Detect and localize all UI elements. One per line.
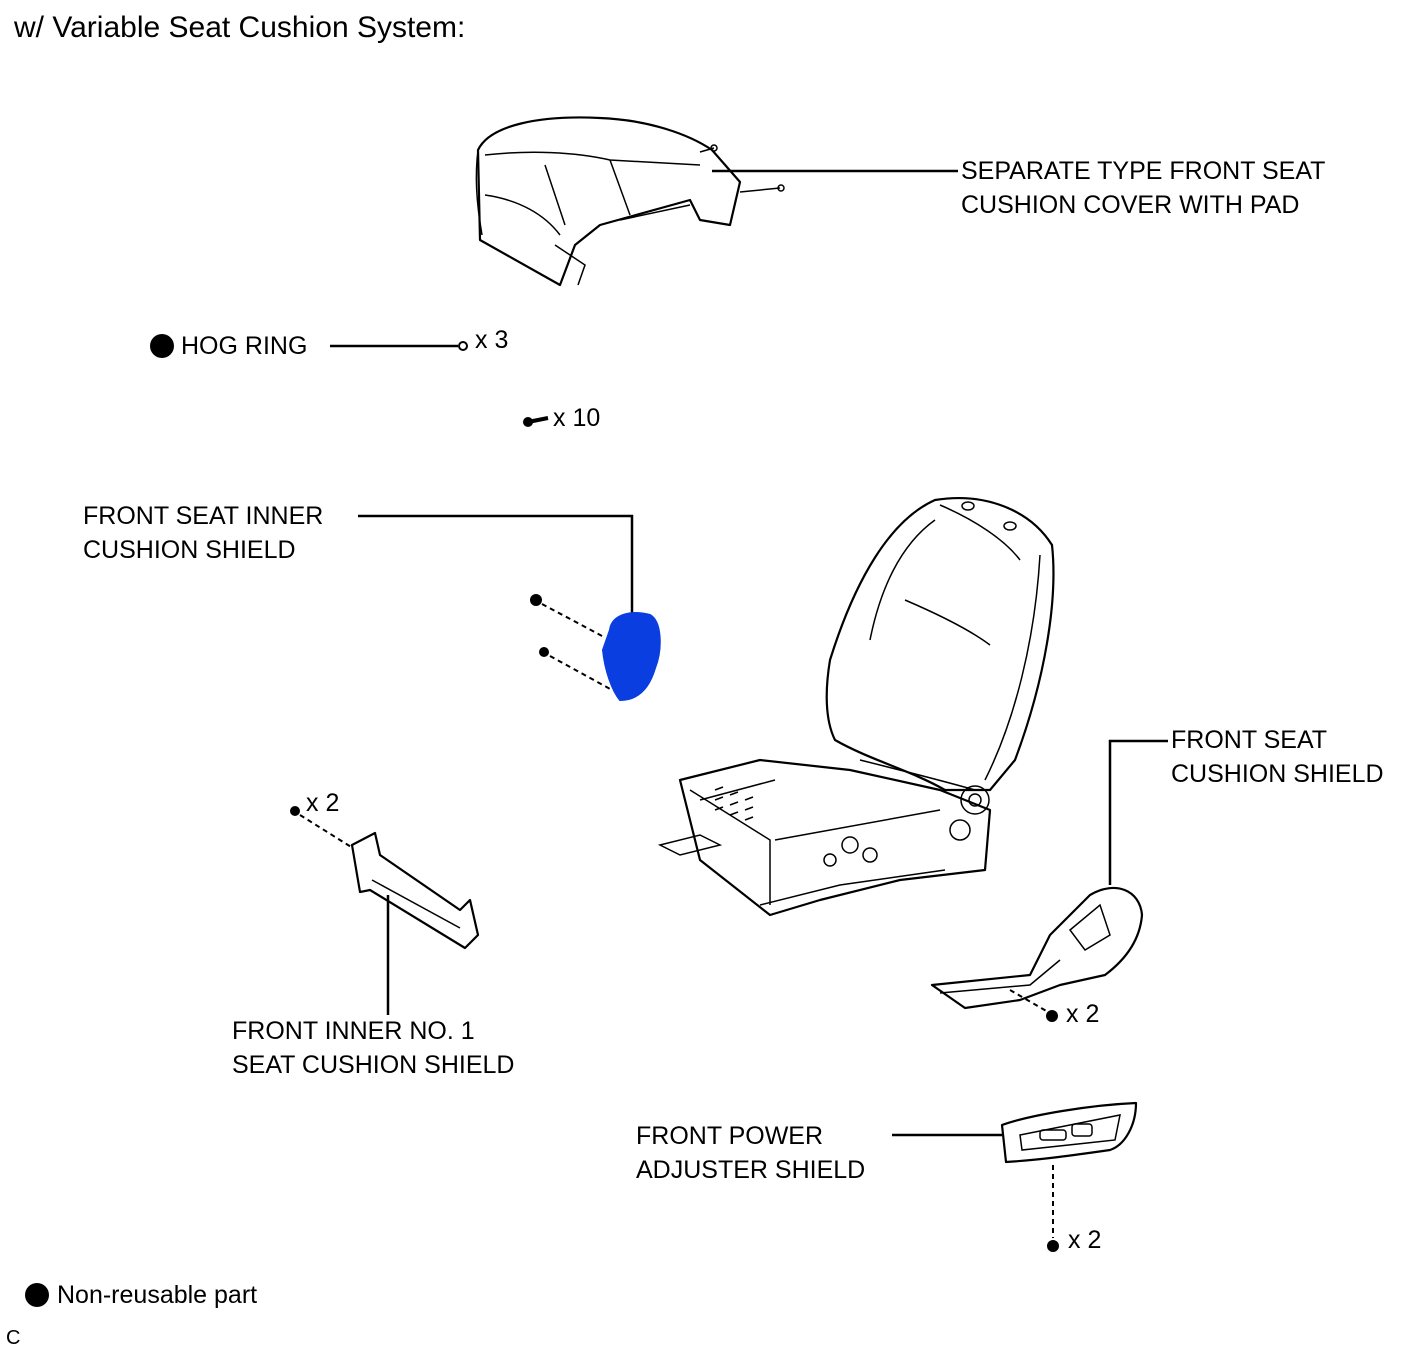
cushion-shield-illustration [930,739,1168,1022]
inner-cushion-shield-illustration [358,514,661,702]
hog-ring-illustration [330,341,468,351]
page-title: w/ Variable Seat Cushion System: [14,11,466,44]
cushion-cover-label-line1: SEPARATE TYPE FRONT SEAT [961,157,1326,185]
screw-illustration [523,416,549,427]
legend-marker [25,1283,49,1307]
power-adjuster-quantity: x 2 [1068,1226,1102,1254]
power-adjuster-shield-illustration [892,1101,1138,1252]
cushion-cover-label-line2: CUSHION COVER WITH PAD [961,191,1300,219]
seat-cushion-cover-illustration [475,116,958,287]
inner-no1-label-line2: SEAT CUSHION SHIELD [232,1051,515,1079]
inner-no1-quantity: x 2 [306,789,340,817]
inner-no1-shield-illustration [290,806,480,1015]
hog-ring-label: HOG RING [181,332,308,360]
inner-cushion-shield-highlight [601,612,661,702]
cushion-shield-label-line2: CUSHION SHIELD [1171,760,1384,788]
hog-ring-quantity: x 3 [475,326,509,354]
inner-no1-label-line1: FRONT INNER NO. 1 [232,1017,475,1045]
cushion-shield-quantity: x 2 [1066,1000,1100,1028]
power-adjuster-label-line1: FRONT POWER [636,1122,824,1150]
cushion-shield-label-line1: FRONT SEAT [1171,726,1328,754]
non-reusable-marker [150,334,174,358]
power-adjuster-label-line2: ADJUSTER SHIELD [636,1156,866,1184]
inner-cushion-shield-label-line2: CUSHION SHIELD [83,536,296,564]
screw-quantity: x 10 [553,404,601,432]
seat-assembly-illustration [657,497,1055,917]
inner-cushion-shield-label-line1: FRONT SEAT INNER [83,502,324,530]
legend-non-reusable: Non-reusable part [57,1281,258,1309]
corner-mark: C [6,1327,21,1349]
